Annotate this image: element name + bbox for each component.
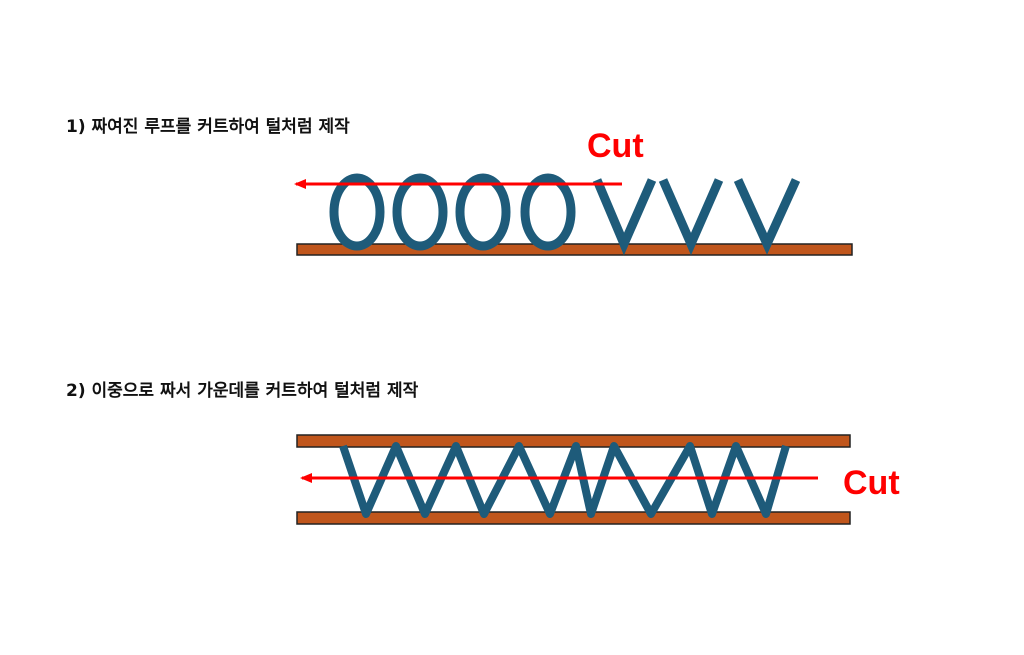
step-1-caption: 1) 짜여진 루프를 커트하여 털처럼 제작 [66, 117, 350, 137]
loop [329, 173, 385, 251]
cut-pile-v [733, 178, 801, 255]
cut-label: Cut [843, 464, 900, 502]
loop [520, 173, 576, 251]
cut-pile-v [658, 178, 724, 256]
cut-pile-v [592, 178, 657, 256]
loop [392, 173, 448, 251]
loop [455, 173, 511, 251]
loop-pile-diagram: Cut [294, 127, 853, 256]
backing-strip [296, 243, 853, 256]
double-weave-diagram: Cut [296, 434, 900, 525]
cut-label: Cut [587, 127, 644, 165]
step-2-caption: 2) 이중으로 짜서 가운데를 커트하여 털처럼 제작 [66, 381, 419, 401]
zigzag-pile-yarn [339, 442, 790, 518]
